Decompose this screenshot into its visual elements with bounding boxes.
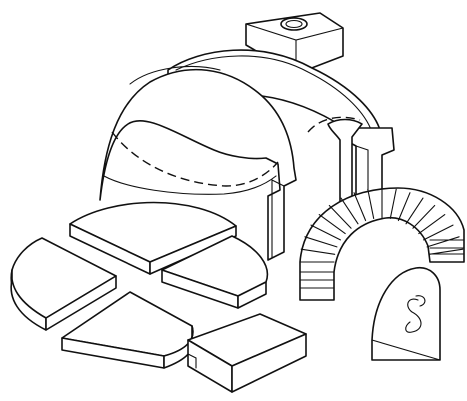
arch-brick-joint xyxy=(423,224,454,241)
dome-front-half xyxy=(99,65,297,261)
floor-slab-front xyxy=(187,313,307,393)
arch-brick-joint xyxy=(405,197,424,225)
dome-rear-half xyxy=(167,49,395,207)
door-plate xyxy=(371,266,441,361)
floor-slab-left xyxy=(10,237,117,331)
floor-slab-top-left xyxy=(69,201,237,275)
arch-brick-joint xyxy=(418,214,446,235)
arch-brick-joint xyxy=(318,214,346,235)
arch-brick-joint xyxy=(428,248,464,255)
arch-brick-joint xyxy=(310,224,341,241)
arch-brick-joint xyxy=(353,192,367,222)
arch-brick-joints xyxy=(299,187,465,263)
arch-brick-joint xyxy=(412,204,436,229)
arch-brick-joint xyxy=(397,192,411,222)
floor-slab-top-right xyxy=(161,235,269,309)
brick-arch xyxy=(299,187,465,301)
arch-brick-joint xyxy=(426,236,460,248)
arch-brick-joint xyxy=(340,197,359,225)
door-handle-s-icon xyxy=(405,295,426,333)
arch-brick-joint xyxy=(389,188,397,220)
arch-brick-joint xyxy=(304,236,338,248)
arch-brick-joint xyxy=(367,188,375,220)
arch-brick-joint xyxy=(328,204,352,229)
arch-brick-joint xyxy=(300,248,336,255)
